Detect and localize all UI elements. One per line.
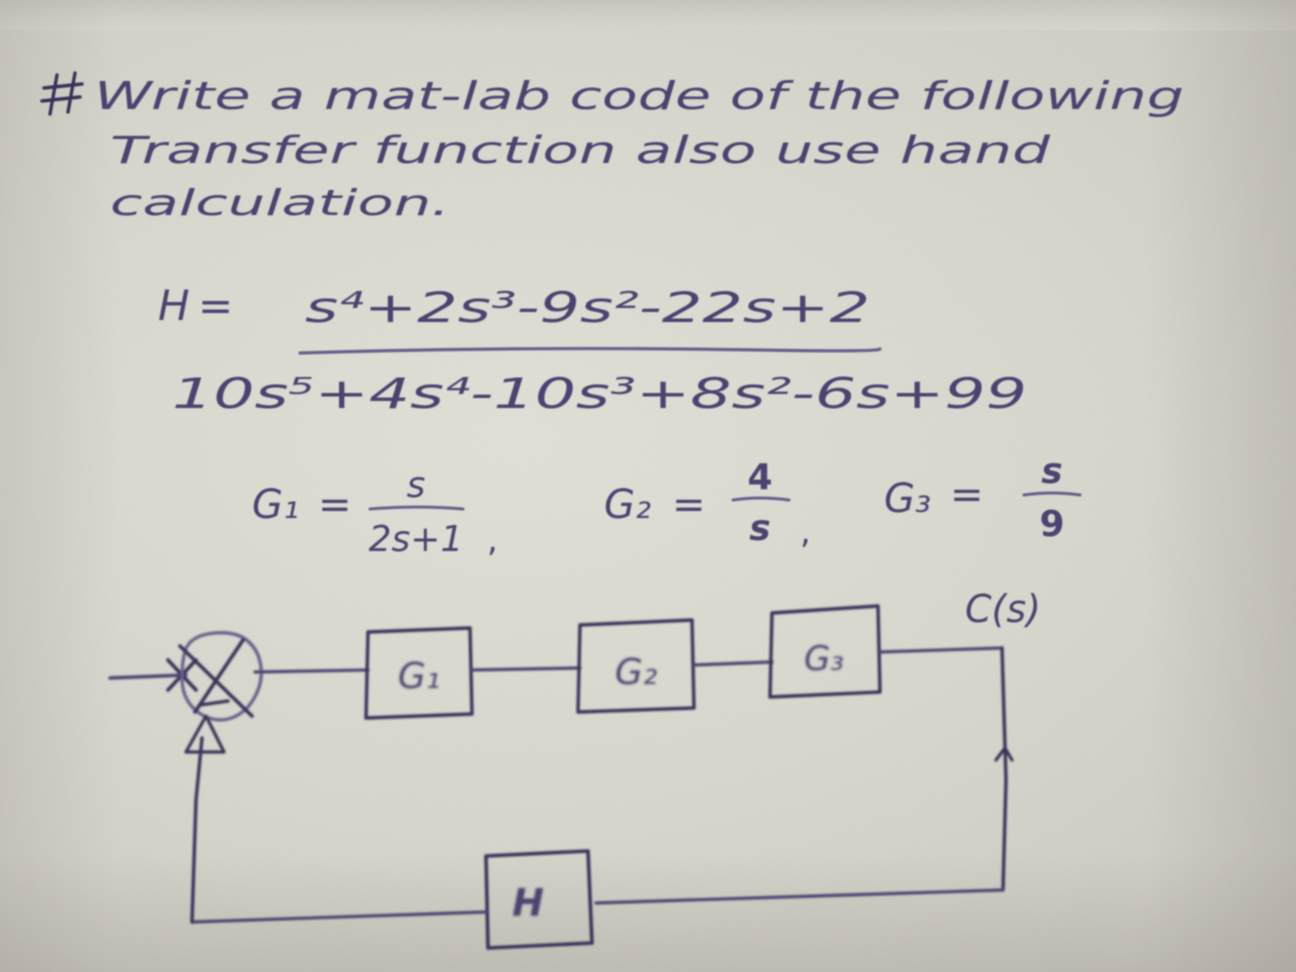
gain-g2-denominator: s (749, 508, 770, 549)
prompt-line-3: calculation. (110, 183, 450, 224)
feedback-arrowhead-into-sum (184, 714, 226, 754)
wire-feedback-left-vertical (190, 736, 204, 924)
block-g2 (576, 618, 696, 714)
block-g1-label: G₁ (398, 656, 440, 697)
block-h (484, 849, 594, 950)
prompt-block: Write a mat-lab code of the following Tr… (40, 71, 1184, 224)
gain-g2-numerator: 4 (747, 457, 772, 498)
feedback-arrowhead-right (994, 746, 1014, 762)
transfer-function-denominator: 10s⁵+4s⁴-10s³+8s²-6s+99 (172, 369, 1027, 418)
gain-g2-name: G₂ (604, 482, 651, 528)
gain-g1-fraction-bar (368, 505, 465, 511)
transfer-function-equals: = (198, 281, 233, 330)
wire-feedback-bottom-right (594, 888, 1005, 905)
gain-g3-fraction-bar (1022, 491, 1082, 497)
summing-junction-minus-sign (198, 699, 230, 707)
wire-feedback-right-vertical (1000, 646, 1008, 892)
gain-g1: G₁ = s 2s+1 , (252, 465, 498, 560)
gain-g1-numerator: s (407, 465, 426, 506)
gain-g3-denominator: 9 (1039, 504, 1064, 545)
gain-g2: G₂ = 4 s , (604, 457, 811, 552)
block-g3 (768, 604, 882, 699)
wire-sum-to-g1 (253, 668, 370, 674)
block-h-label: H (512, 881, 544, 925)
wire-g1-to-g2 (470, 666, 582, 672)
gain-g2-equals: = (672, 482, 706, 528)
transfer-function-numerator: s⁴+2s³-9s²-22s+2 (305, 283, 870, 332)
block-diagram: G₁ G₂ G₃ (108, 604, 1014, 950)
gain-g1-denominator: 2s+1 (369, 519, 464, 560)
transfer-function-equation: H = s⁴+2s³-9s²-22s+2 10s⁵+4s⁴-10s³+8s²-6… (158, 281, 1027, 418)
gain-g1-comma: , (487, 520, 498, 560)
block-g2-label: G₂ (615, 652, 657, 693)
gain-g2-fraction-bar (731, 496, 791, 502)
gain-definitions: G₁ = s 2s+1 , G₂ = 4 s , G₃ = s (252, 451, 1082, 560)
gain-g1-name: G₁ (252, 482, 299, 528)
hash-bullet-icon (40, 71, 84, 116)
gain-g3-numerator: s (1041, 451, 1062, 492)
wire-output (878, 646, 1004, 654)
wire-g2-to-g3 (692, 660, 774, 667)
block-g3-label: G₃ (804, 639, 844, 679)
fraction-bar (298, 346, 882, 355)
gain-g3: G₃ = s 9 (884, 451, 1082, 545)
prompt-line-1: Write a mat-lab code of the following (94, 74, 1184, 118)
output-signal-label: C(s) (965, 587, 1041, 631)
gain-g2-comma: , (800, 512, 811, 552)
transfer-function-name: H (158, 281, 190, 330)
gain-g1-equals: = (318, 482, 352, 528)
gain-g3-equals: = (950, 472, 984, 518)
gain-g3-name: G₃ (884, 476, 931, 522)
summing-junction (178, 631, 263, 722)
prompt-line-2: Transfer function also use hand (110, 129, 1051, 172)
wire-feedback-bottom-left (190, 910, 488, 924)
block-g1 (364, 626, 474, 720)
